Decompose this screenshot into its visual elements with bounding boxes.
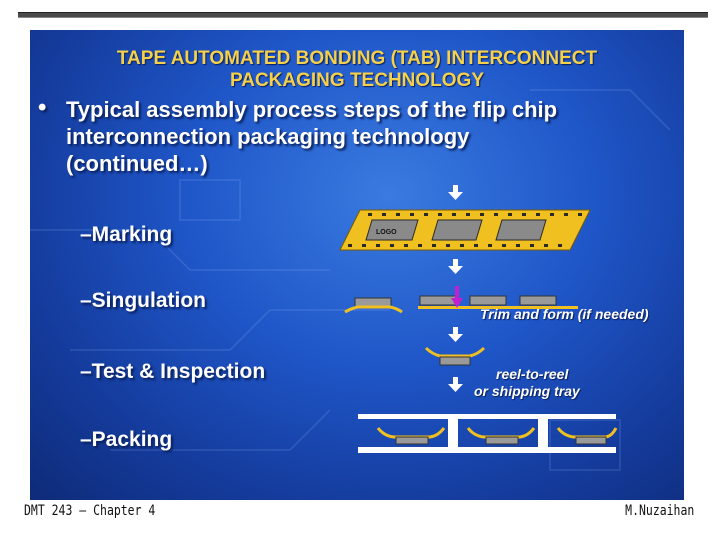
slide-title: TAPE AUTOMATED BONDING (TAB) INTERCONNEC… bbox=[30, 48, 684, 92]
top-rule bbox=[18, 12, 708, 18]
chip-mark-text: LOGO bbox=[376, 229, 397, 236]
footer-author: M.Nuzaihan bbox=[624, 503, 694, 519]
bullet-dot: • bbox=[38, 94, 47, 121]
reel-label-line-2: or shipping tray bbox=[474, 383, 580, 399]
tab-tape-strip: LOGO bbox=[339, 209, 591, 251]
circuit-background bbox=[30, 89, 671, 471]
down-arrow-3 bbox=[448, 327, 463, 342]
title-line-2: PACKAGING TECHNOLOGY bbox=[229, 70, 485, 91]
marked-chip bbox=[365, 219, 419, 241]
singulation-arrow bbox=[451, 286, 463, 308]
step-test-inspection: –Test & Inspection bbox=[80, 360, 266, 383]
trim-label: Trim and form (if needed) bbox=[480, 306, 649, 322]
footer-course: DMT 243 – Chapter 4 bbox=[24, 503, 156, 519]
test-chip bbox=[424, 346, 486, 366]
slide: TAPE AUTOMATED BONDING (TAB) INTERCONNEC… bbox=[30, 30, 684, 500]
down-arrow-1 bbox=[448, 185, 463, 200]
step-singulation: –Singulation bbox=[80, 289, 206, 312]
down-arrow-2 bbox=[448, 259, 463, 274]
title-line-1: TAPE AUTOMATED BONDING (TAB) INTERCONNEC… bbox=[116, 48, 598, 69]
reel-label-line-1: reel-to-reel bbox=[496, 366, 569, 382]
formed-chip-left bbox=[344, 297, 403, 314]
down-arrow-4 bbox=[448, 377, 463, 392]
bullet-text: Typical assembly process steps of the fl… bbox=[66, 97, 558, 176]
step-marking: –Marking bbox=[80, 223, 173, 246]
process-diagram: LOGO bbox=[320, 180, 680, 495]
trim-strip bbox=[418, 295, 578, 309]
step-packing: –Packing bbox=[80, 428, 173, 451]
shipping-tray bbox=[358, 414, 618, 453]
process-diagram-svg: LOGO bbox=[339, 185, 618, 453]
